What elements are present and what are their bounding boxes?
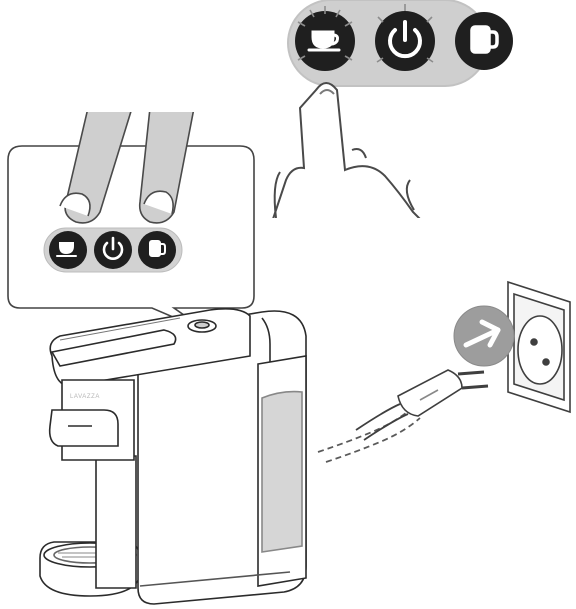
espresso-cup-icon bbox=[56, 242, 77, 257]
small-button-panel bbox=[43, 227, 183, 273]
two-fingers bbox=[59, 107, 195, 224]
capsule-lever bbox=[50, 329, 177, 367]
espresso-button-large bbox=[295, 6, 355, 71]
power-cord-solid bbox=[355, 403, 409, 441]
mug-icon bbox=[470, 25, 499, 54]
button-panel-closeup bbox=[260, 0, 513, 226]
callout-bubble bbox=[7, 100, 255, 333]
wall-socket bbox=[507, 280, 571, 414]
brand-logo-text: LAVAZZA bbox=[70, 394, 100, 400]
coffee-machine: LAVAZZA bbox=[39, 308, 307, 605]
press-rays bbox=[297, 6, 353, 61]
plug-in-indicator bbox=[453, 305, 515, 367]
coffee-spout bbox=[48, 409, 119, 447]
mug-icon bbox=[149, 240, 166, 257]
water-tank bbox=[257, 355, 307, 587]
espresso-cup-icon bbox=[307, 30, 341, 52]
power-cord bbox=[317, 407, 421, 463]
power-icon bbox=[102, 236, 124, 260]
power-button-large bbox=[375, 4, 435, 71]
lungo-button-large bbox=[455, 12, 513, 70]
pressing-finger bbox=[270, 82, 426, 223]
arrow-right-icon bbox=[463, 319, 501, 348]
power-icon bbox=[388, 20, 422, 59]
power-plug bbox=[397, 369, 489, 417]
